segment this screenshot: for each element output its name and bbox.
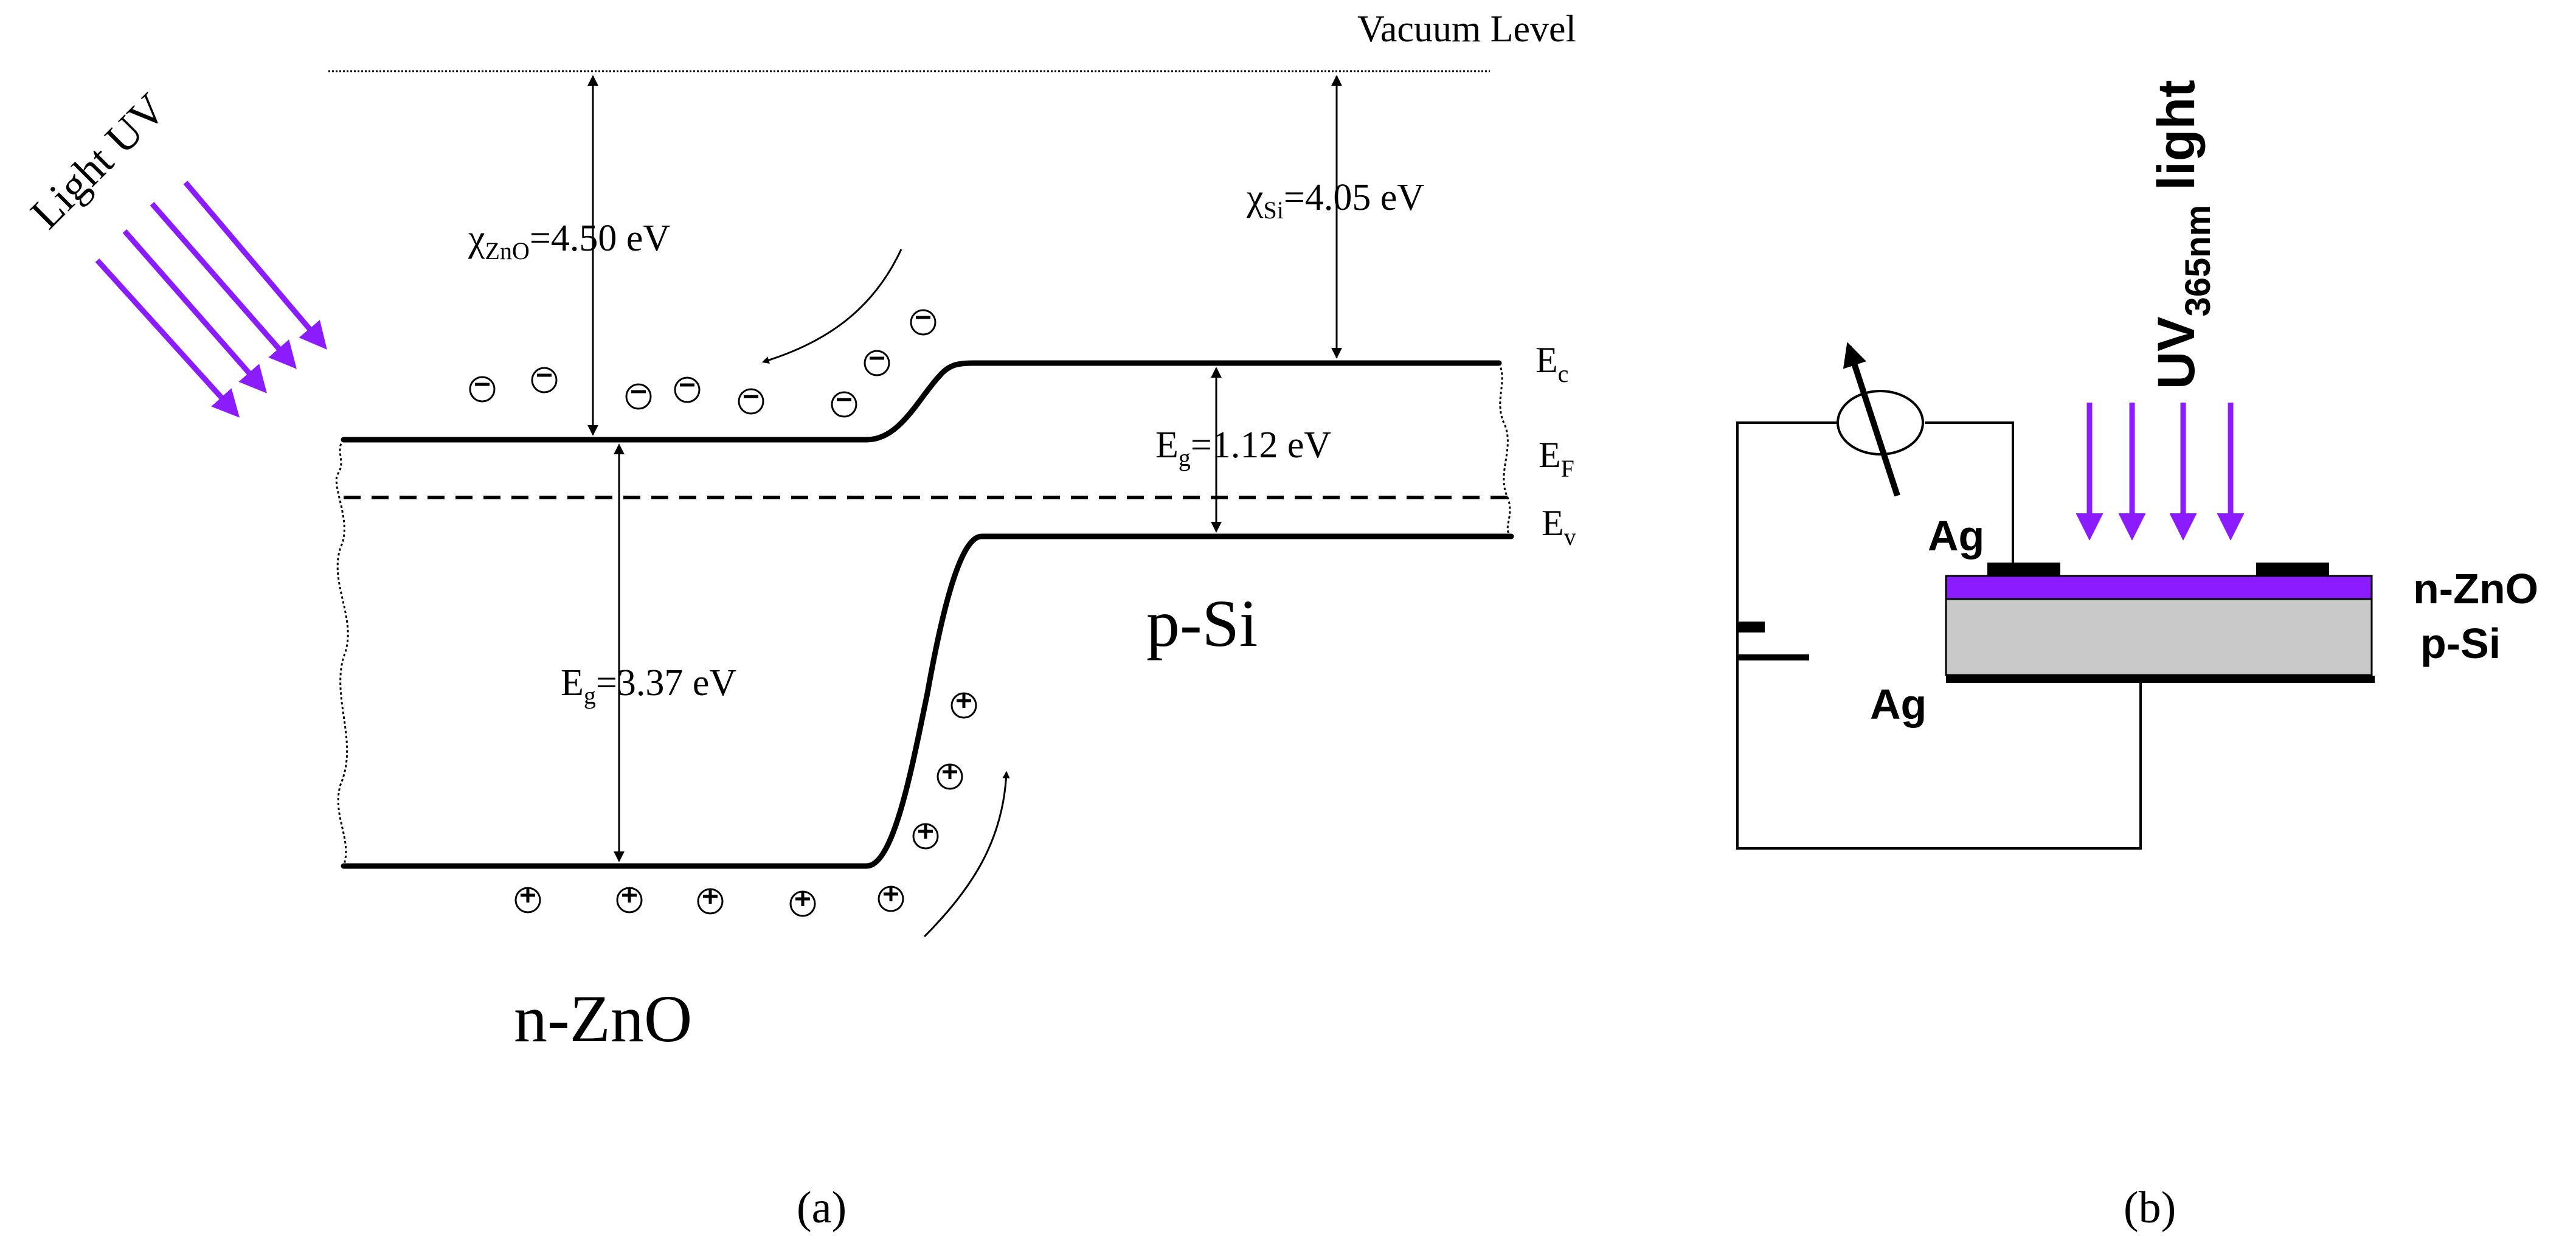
ec-label: Ec xyxy=(1536,340,1568,387)
electron xyxy=(831,391,857,418)
panel-b: UV365nm light Ag Ag n-ZnO p-Si (b) xyxy=(1736,80,2538,1233)
hole xyxy=(697,888,724,915)
hole xyxy=(912,823,939,850)
holes xyxy=(514,692,977,917)
ag-top-label: Ag xyxy=(1928,512,1984,560)
light-uv-label: Light UV xyxy=(21,84,175,238)
hole xyxy=(937,763,963,790)
chi-si-label: χSi=4.05 eV xyxy=(1246,177,1424,224)
conduction-band xyxy=(341,360,1502,443)
eg-si-label: Eg=1.12 eV xyxy=(1155,425,1331,471)
break-line-left xyxy=(335,439,349,867)
n-zno-label-b: n-ZnO xyxy=(2413,565,2538,612)
panel-a: Vacuum Level Light UV χZnO=4.50 eV χSi=4… xyxy=(21,9,1576,1233)
meter-circle xyxy=(1837,390,1924,456)
ef-label: EF xyxy=(1539,435,1574,482)
electron xyxy=(738,388,764,415)
electron-flow-arrow xyxy=(761,249,902,364)
ag-top-contact-right xyxy=(2256,563,2329,576)
electron xyxy=(625,383,652,410)
meter-needle-arrow xyxy=(1843,342,1900,497)
caption-a: (a) xyxy=(797,1183,847,1233)
ag-top-contact-left xyxy=(1987,563,2060,576)
break-line-right xyxy=(1498,362,1512,538)
hole xyxy=(950,692,977,719)
electron xyxy=(910,309,937,336)
n-zno-layer xyxy=(1945,575,2373,600)
electron xyxy=(531,367,558,393)
valence-band xyxy=(341,533,1514,869)
electron xyxy=(469,376,496,403)
p-si-label-b: p-Si xyxy=(2420,620,2501,667)
ag-bottom-label: Ag xyxy=(1870,681,1927,728)
electron xyxy=(674,376,701,403)
uv-light-arrows xyxy=(95,181,327,418)
hole-flow-arrow xyxy=(923,771,1010,938)
eg-zno-label: Eg=3.37 eV xyxy=(561,662,736,709)
electrons xyxy=(469,309,937,418)
hole xyxy=(789,890,816,917)
vacuum-level-label: Vacuum Level xyxy=(1357,9,1576,50)
ev-label: Ev xyxy=(1542,503,1576,550)
p-si-label: p-Si xyxy=(1146,586,1258,660)
caption-b: (b) xyxy=(2124,1183,2176,1233)
chi-zno-label: χZnO=4.50 eV xyxy=(468,218,670,265)
p-si-layer xyxy=(1945,598,2373,676)
hole xyxy=(616,887,643,913)
circuit-wire xyxy=(1736,421,2142,850)
electron xyxy=(864,350,890,376)
hole xyxy=(514,887,541,913)
uv-365-arrows xyxy=(2076,403,2245,541)
hole xyxy=(878,885,904,912)
uv-365-label: UV365nm light xyxy=(2147,80,2218,389)
battery-short-plate xyxy=(1737,622,1765,632)
n-zno-label: n-ZnO xyxy=(514,982,692,1056)
